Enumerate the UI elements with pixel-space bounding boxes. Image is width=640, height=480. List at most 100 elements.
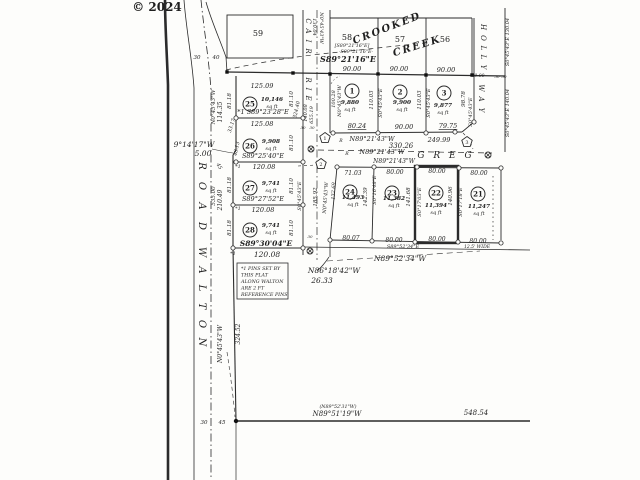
bearing-label: S89°25'40"E (242, 152, 284, 160)
map-label: 80.07 (342, 235, 359, 242)
monument-circle (369, 238, 375, 244)
map-label: N0°45'43"W (322, 181, 330, 215)
note-line: THIS PLAT (241, 273, 269, 279)
leader-line (211, 148, 234, 154)
street-letter: L (196, 284, 207, 292)
lot-number: 22 (431, 189, 441, 198)
curve-pentagon-number: 1 (323, 136, 326, 142)
walton-east-row (205, 1, 227, 58)
street-letter: I (304, 87, 312, 91)
bearing-label: 9°14'17"W (174, 140, 216, 149)
map-label: 30 (307, 234, 313, 239)
bearing-label: S89°27'52"E (242, 195, 284, 203)
boundary-line (329, 166, 338, 241)
curve-pentagon-number: 3 (465, 140, 468, 146)
map-label: 81.18 (227, 220, 233, 236)
lot-number-circle (436, 85, 452, 101)
lot-number: 26 (245, 142, 255, 151)
map-label: N0°45'43"W (211, 88, 217, 125)
street-letter: O (196, 182, 207, 190)
map-label: 12.5' WIDE (464, 244, 491, 250)
leader-line (226, 351, 236, 418)
map-label: 120.08 (253, 163, 276, 171)
map-label: S0°45'43"E (426, 88, 432, 118)
map-label: 140.96 (448, 186, 454, 206)
monument-circle (334, 164, 340, 170)
map-label: 71.03 (344, 170, 361, 177)
monument-circle (327, 237, 333, 243)
bearing-label: N89°21'43"W (348, 135, 396, 143)
map-label: 30 (501, 74, 507, 79)
map-label: 114.35 (217, 101, 224, 122)
note-line: ALONG WALTON (240, 279, 284, 285)
lot-number-circle (242, 180, 258, 196)
map-label: R (344, 151, 349, 157)
street-letter: C (304, 18, 312, 24)
map-label: 330.26 (389, 142, 414, 150)
map-label: 110.03 (417, 90, 423, 110)
monument-cross (307, 248, 313, 254)
lot-number: 2 (398, 88, 403, 97)
map-label: S0°17'03"E (417, 187, 423, 217)
monument-circle (498, 240, 504, 246)
street-letter: R (304, 76, 312, 83)
note-line: *1 PINS SET BY (241, 266, 281, 272)
street-letter: A (304, 27, 312, 33)
lot-number: 24 (345, 188, 355, 197)
map-label: sq ft (347, 202, 359, 208)
map-label: S0°16'48"E (372, 175, 378, 205)
monument-dot (233, 418, 239, 424)
lot-area: 11,382 (383, 196, 405, 202)
map-label: 132.69 (331, 181, 338, 200)
map-label: 81.10 (289, 178, 295, 194)
street-letter: T (196, 303, 207, 311)
monument-circle (498, 165, 504, 171)
map-label: 90.00 (437, 66, 456, 74)
map-label: 81.10 (289, 220, 295, 236)
map-label: 5.00 (195, 149, 212, 158)
map-label: 80.00 (470, 170, 487, 177)
map-label: S0°45'43"E 140.04 (505, 89, 511, 137)
lot-area: 11,493 (342, 195, 364, 201)
lot-number-circle (344, 83, 360, 99)
lot-area: 10,146 (261, 97, 283, 103)
boundary-line (304, 246, 531, 251)
map-label: 80.00 (385, 237, 402, 244)
map-label: 80.00 (428, 168, 445, 175)
map-label: 125.09 (251, 82, 274, 90)
map-label: 80.00 (469, 238, 486, 245)
map-label: S0°17'18"E (458, 187, 464, 217)
map-label: sq ft (473, 211, 485, 217)
lot-number-circle (392, 84, 408, 100)
lot-59-outline (226, 14, 294, 59)
monument-circle (230, 202, 236, 208)
lot-22-bold-outline (413, 164, 460, 245)
monument-circle (414, 164, 420, 170)
lot-number: 21 (473, 190, 483, 199)
map-label: N0°45'43"W (318, 11, 324, 44)
walton-road-edge (163, 0, 170, 480)
map-label: sq ft (265, 146, 277, 152)
monument-circle (371, 164, 377, 170)
monument-square (291, 71, 295, 75)
map-label: 90.00 (395, 123, 414, 131)
map-label: sq ft (266, 104, 278, 110)
lot-57-label: 57 (395, 35, 405, 44)
monument-circle (455, 239, 461, 245)
map-label: 48.13 (232, 141, 241, 157)
lot-area: 9,908 (262, 139, 280, 145)
lot-area: 11,394 (425, 203, 447, 209)
map-label: 655.19 (309, 105, 315, 123)
leader-line (297, 164, 318, 167)
monument-square (376, 72, 380, 76)
map-label: S0°45'43"E (297, 181, 303, 211)
street-letter: L (479, 45, 487, 51)
map-label: 125.08 (251, 120, 274, 128)
monument-circle (456, 165, 462, 171)
monument-square (470, 73, 474, 77)
map-label: sq ft (265, 188, 277, 194)
map-label: S0°45'43"E (468, 97, 474, 127)
boundary-line (232, 149, 237, 156)
map-label: 80.24 (348, 122, 367, 130)
map-label: sq ft (396, 107, 408, 113)
